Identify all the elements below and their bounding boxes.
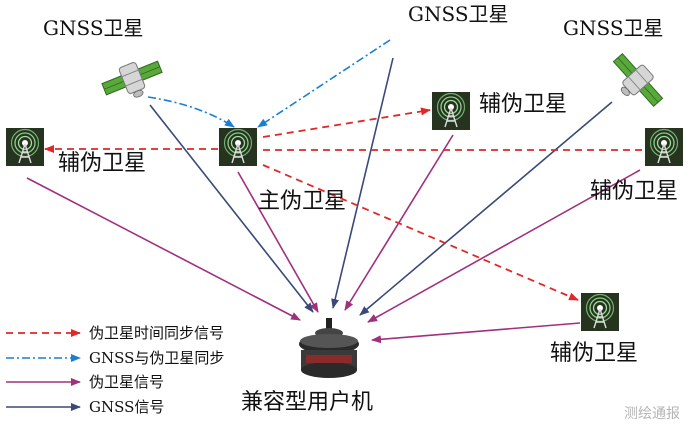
gnss-satellite-left-label: GNSS卫星: [43, 16, 144, 40]
legend-label-pseudo-sync: 伪卫星时间同步信号: [89, 324, 225, 342]
receiver-label: 兼容型用户机: [241, 390, 374, 415]
gnss-satellite-left: [98, 53, 168, 109]
gnss-satellite-right-label: GNSS卫星: [563, 16, 664, 40]
receiver-icon: [299, 318, 359, 378]
legend-lines: [6, 329, 81, 411]
legend-label-gnss-signal: GNSS信号: [89, 398, 165, 416]
pseudolite-aux-top-label: 辅伪卫星: [479, 92, 568, 117]
pseudolite-aux-left: [5, 127, 45, 167]
gnss-sync-lines: [147, 39, 391, 128]
sync-master-to-bottom: [262, 164, 579, 301]
pseudolite-aux-left-label: 辅伪卫星: [58, 151, 147, 176]
pseudo-signal-master: [237, 171, 319, 313]
gnss-signal-top: [331, 57, 394, 309]
gnss-sync-left: [147, 96, 235, 128]
pseudo-signal-bottom: [371, 322, 581, 344]
gnss-satellite-top-label: GNSS卫星: [408, 2, 509, 26]
gnss-signal-right: [359, 101, 613, 316]
gnss-signal-left: [149, 104, 314, 313]
pseudo-signal-right: [367, 169, 641, 323]
gnss-sync-top: [257, 39, 391, 128]
legend-label-pseudo-signal: 伪卫星信号: [89, 373, 165, 391]
gnss-signal-lines: [149, 57, 613, 316]
pseudolite-aux-right-label: 辅伪卫星: [590, 179, 679, 204]
watermark-text: 测绘通报: [624, 406, 680, 422]
sync-master-to-top: [262, 107, 431, 138]
pseudolite-aux-bottom-label: 辅伪卫星: [550, 341, 639, 366]
pseudolite-master: [218, 127, 258, 167]
pseudolite-aux-top: [431, 91, 471, 131]
legend-label-gnss-sync: GNSS与伪卫星同步: [89, 349, 225, 367]
pseudolite-aux-right: [644, 127, 684, 167]
pseudolite-aux-bottom: [580, 292, 620, 332]
gnss-satellite-right: [602, 47, 669, 117]
pseudolite-master-label: 主伪卫星: [258, 189, 347, 214]
pseudo-signal-left: [26, 177, 301, 321]
pseudolite-sync-lines: [44, 107, 643, 301]
